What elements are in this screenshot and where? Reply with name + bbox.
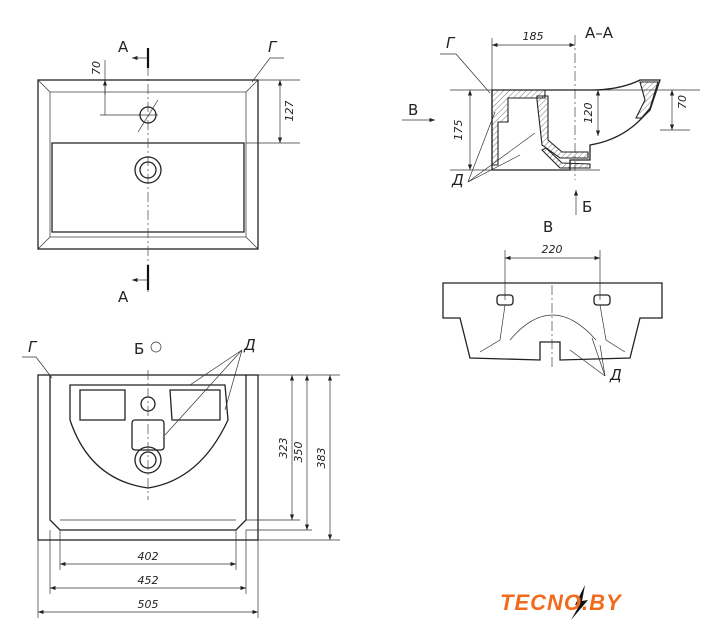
lightning-icon bbox=[571, 585, 588, 620]
bowl-outline bbox=[51, 142, 245, 233]
dim-bowl-text: 120 bbox=[582, 103, 595, 124]
bottom-label-d: Д bbox=[243, 336, 256, 354]
view-arrow-b-label: Б bbox=[582, 198, 592, 216]
dim-height-text: 175 bbox=[452, 120, 465, 141]
bottom-view-title: Б bbox=[134, 340, 144, 358]
dim-overflow: 70 bbox=[90, 60, 140, 116]
rotation-icon bbox=[150, 341, 162, 353]
top-view: A A 70 127 Г bbox=[37, 38, 300, 306]
section-label-g: Г bbox=[446, 34, 456, 52]
section-mark-bottom: A bbox=[118, 288, 129, 306]
dim-383-text: 383 bbox=[315, 448, 328, 469]
section-outline bbox=[491, 79, 661, 171]
dim-323-text: 323 bbox=[277, 438, 290, 459]
section-view: A–A 185 175 120 70 B Г Д Б bbox=[402, 24, 700, 216]
bottom-view: Б Г Д 323 350 383 402 452 bbox=[22, 336, 340, 618]
section-mark-top: A bbox=[118, 38, 129, 56]
logo-text: TECNO.BY bbox=[500, 590, 623, 615]
dim-rim-text: 70 bbox=[676, 95, 689, 109]
dim-350-text: 350 bbox=[292, 442, 305, 463]
bottom-label-g: Г bbox=[28, 338, 38, 356]
view-arrow-v-label: B bbox=[408, 101, 418, 119]
side-outline bbox=[442, 282, 663, 361]
dim-depth-text: 127 bbox=[283, 101, 296, 122]
side-label-d: Д bbox=[609, 366, 622, 384]
dim-402-text: 402 bbox=[138, 550, 159, 563]
section-title: A–A bbox=[585, 24, 614, 42]
drain-hole bbox=[134, 156, 162, 184]
dim-depth: 127 bbox=[246, 79, 300, 144]
tecno-logo: TECNO.BY bbox=[500, 585, 623, 620]
dim-width-text: 185 bbox=[523, 30, 544, 43]
dim-mounts-text: 220 bbox=[542, 243, 563, 256]
dim-452-text: 452 bbox=[138, 574, 159, 587]
dim-505-text: 505 bbox=[138, 598, 159, 611]
side-view-title: В bbox=[543, 218, 553, 236]
section-label-d: Д bbox=[451, 171, 464, 189]
label-g: Г bbox=[268, 38, 278, 56]
bottom-outline bbox=[37, 374, 259, 541]
side-view: В 220 Д bbox=[442, 218, 663, 384]
dim-overflow-text: 70 bbox=[90, 61, 103, 75]
